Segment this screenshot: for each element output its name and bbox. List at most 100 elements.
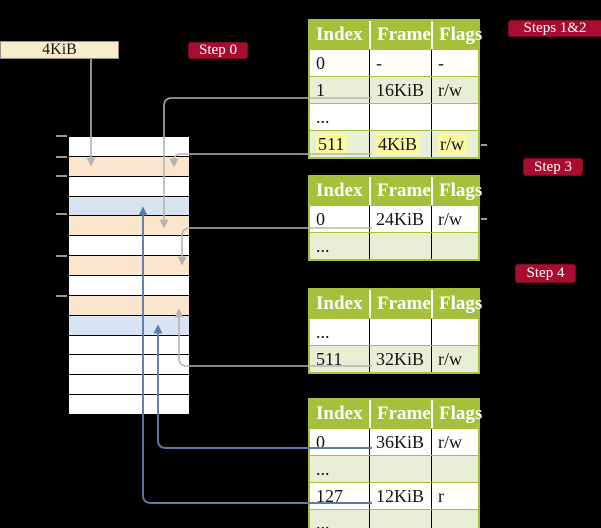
badge-steps-1-2: Steps 1&2 <box>508 20 601 37</box>
cell-text: ... <box>316 321 330 342</box>
table-cell: 0 <box>310 429 369 455</box>
badge-step-0: Step 0 <box>188 42 248 59</box>
table-cell <box>369 319 431 345</box>
table-cell <box>431 104 478 130</box>
table-cell: 36KiB <box>369 429 431 455</box>
table-cell: - <box>431 50 478 76</box>
table-cell: 32KiB <box>369 346 431 372</box>
column-header: Index <box>316 403 363 424</box>
column-header: Frame <box>369 400 431 428</box>
cell-text: r/w <box>438 431 462 452</box>
badge-step-4-label: Step 4 <box>526 265 565 281</box>
memory-frame-row-white <box>69 276 189 296</box>
table-row: ... <box>310 232 478 259</box>
cell-text: 16KiB <box>376 79 425 100</box>
table-cell: r/w <box>431 206 478 232</box>
memory-frame-row-white <box>69 335 189 356</box>
table-row: ... <box>310 318 478 345</box>
table-row: ... <box>310 455 478 482</box>
table-row: 0 - - <box>310 49 478 76</box>
cell-text: r <box>438 485 444 506</box>
memory-frame-row-peach <box>69 295 189 316</box>
cell-text: 511 <box>316 133 348 155</box>
memory-frame-row-white <box>69 355 189 376</box>
table-cell <box>369 510 431 528</box>
table-cell: r/w <box>431 131 478 157</box>
table-cell <box>431 233 478 259</box>
column-header: Index <box>316 24 363 45</box>
address-tick <box>56 156 67 158</box>
address-tick <box>56 213 67 215</box>
cell-text: 12KiB <box>376 485 425 506</box>
memory-frame-row-peach <box>69 156 189 177</box>
table-cell: r/w <box>431 77 478 103</box>
memory-frame-row-white <box>69 236 189 257</box>
memory-frame-row-white <box>69 395 189 415</box>
table-cell: 511 <box>310 346 369 372</box>
memory-frame-row-blue <box>69 196 189 217</box>
column-header: Flags <box>431 400 482 428</box>
cell-text: r/w <box>438 79 462 100</box>
memory-frame-row-white <box>69 176 189 197</box>
memory-frame-row-peach <box>69 256 189 277</box>
table-cell <box>431 456 478 482</box>
cell-text: 0 <box>316 431 325 452</box>
table-row: 1 16KiB r/w <box>310 76 478 103</box>
table-cell <box>369 456 431 482</box>
column-header: Index <box>316 180 363 201</box>
table-row: ... <box>310 509 478 528</box>
cr3-value-box: 4KiB <box>0 41 119 59</box>
column-header: Index <box>316 293 363 314</box>
address-tick <box>56 295 67 297</box>
table-cell: - <box>369 50 431 76</box>
arrow-remnant-dash <box>481 144 487 146</box>
table-cell: ... <box>310 104 369 130</box>
memory-frame-row-peach <box>69 216 189 237</box>
table-cell: 24KiB <box>369 206 431 232</box>
cell-text: r/w <box>438 133 467 155</box>
table-row: 511 4KiB r/w <box>310 130 478 157</box>
address-tick <box>56 135 67 137</box>
table-cell <box>431 319 478 345</box>
column-header: Frame <box>369 290 431 318</box>
cell-text: 0 <box>316 52 325 73</box>
badge-step-3-label: Step 3 <box>534 158 572 175</box>
table-cell: ... <box>310 456 369 482</box>
badge-step-4: Step 4 <box>515 264 576 283</box>
table-cell: 12KiB <box>369 483 431 509</box>
badge-steps-1-2-label: Steps 1&2 <box>523 20 587 36</box>
address-tick <box>56 175 67 177</box>
badge-step-3: Step 3 <box>523 158 583 176</box>
table-cell: ... <box>310 233 369 259</box>
cell-text: - <box>376 52 382 73</box>
table-cell <box>431 510 478 528</box>
table-cell: 4KiB <box>369 131 431 157</box>
memory-frame-row-white <box>69 375 189 396</box>
cell-text: ... <box>316 512 330 528</box>
table-cell <box>369 104 431 130</box>
address-tick <box>56 255 67 257</box>
cell-text: - <box>438 52 444 73</box>
cell-text: r/w <box>438 208 462 229</box>
table-cell: 16KiB <box>369 77 431 103</box>
table-cell: ... <box>310 319 369 345</box>
table-cell: ... <box>310 510 369 528</box>
cell-text: r/w <box>438 348 462 369</box>
column-header: Flags <box>431 290 482 318</box>
cell-text: 4KiB <box>376 133 421 155</box>
table-cell: 1 <box>310 77 369 103</box>
memory-frame-row-white <box>69 137 189 157</box>
table-cell: r/w <box>431 346 478 372</box>
table-cell: r <box>431 483 478 509</box>
